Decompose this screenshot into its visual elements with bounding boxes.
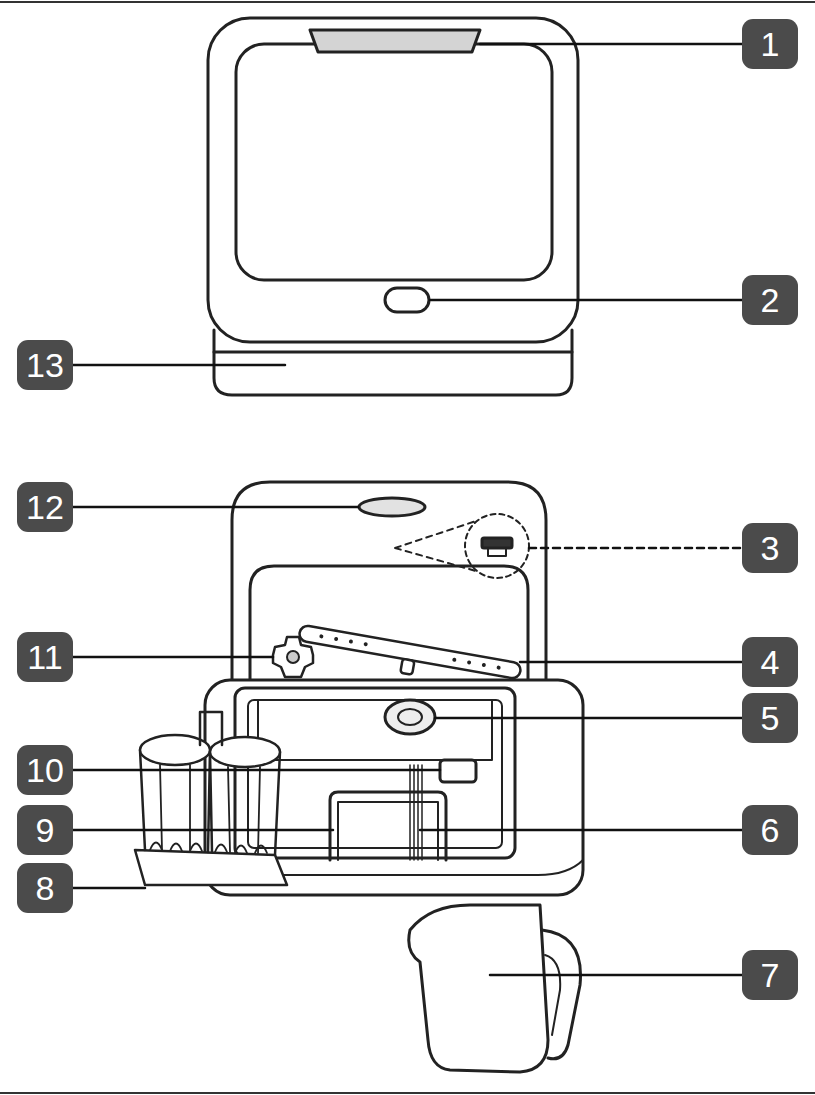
callout-number: 10 <box>17 745 73 795</box>
callout-number: 2 <box>742 275 798 325</box>
leader-line-part <box>529 547 742 550</box>
callout-number: 8 <box>17 863 73 913</box>
dishwasher-front-part <box>310 30 480 52</box>
dishwasher-front-part <box>208 18 578 342</box>
callout-number: 5 <box>742 693 798 743</box>
dishwasher-open-part-part <box>349 639 354 644</box>
dishwasher-open-part <box>359 498 425 516</box>
cutlery-basket-part <box>135 850 287 885</box>
cutlery-basket-part <box>210 737 280 767</box>
dishwasher-open-part <box>395 521 476 571</box>
dishwasher-open-part <box>410 765 422 860</box>
dishwasher-open <box>205 482 583 895</box>
dishwasher-open-part-part <box>467 660 472 665</box>
dishwasher-front-part <box>236 44 552 280</box>
leader-line-part <box>420 829 742 832</box>
dishwasher-open-part-part <box>287 651 299 663</box>
callout-number: 6 <box>742 805 798 855</box>
frame-rule-part <box>0 1 815 3</box>
water-jug <box>409 905 581 1072</box>
water-jug-part <box>409 905 548 1072</box>
dishwasher-open-part-part <box>298 625 521 680</box>
callout-number: 12 <box>17 482 73 532</box>
cutlery-basket-part <box>160 765 260 853</box>
dishwasher-open-part-part <box>482 663 487 668</box>
dishwasher-open-part <box>440 760 476 782</box>
leader-line-part <box>430 299 742 302</box>
dishwasher-open-part <box>465 514 529 578</box>
dishwasher-open-part <box>248 700 502 848</box>
dishwasher-front <box>208 18 578 395</box>
leader-line-part <box>73 829 333 832</box>
leader-line-part <box>73 656 273 659</box>
callout-number: 1 <box>742 19 798 69</box>
dishwasher-front-part <box>385 288 429 312</box>
dishwasher-open-part <box>385 700 435 734</box>
callout-number: 3 <box>742 523 798 573</box>
dishwasher-open-part <box>482 538 512 548</box>
callout-number: 9 <box>17 805 73 855</box>
dishwasher-open-part <box>258 700 492 760</box>
callout-number: 7 <box>742 950 798 1000</box>
leader-line-part <box>480 43 742 46</box>
leader-line-part <box>73 887 145 890</box>
frame-rule-part <box>0 1092 815 1094</box>
cutlery-basket-part <box>150 843 267 854</box>
dishwasher-front-part <box>214 351 572 354</box>
leader-line-part <box>520 661 742 664</box>
dishwasher-open-part-part <box>496 665 501 670</box>
cutlery-basket <box>135 712 287 885</box>
callout-number: 13 <box>17 340 73 390</box>
leader-line-part <box>73 769 440 772</box>
dishwasher-open-part-part <box>452 657 457 662</box>
dishwasher-open-part-part <box>319 634 324 639</box>
dishwasher-open-part <box>330 792 446 860</box>
callout-number: 11 <box>17 632 73 682</box>
dishwasher-open-part <box>398 709 422 725</box>
leader-line-part <box>73 364 285 367</box>
dishwasher-open-part-part <box>400 659 414 675</box>
leader-line-part <box>73 506 358 509</box>
dishwasher-open-part-part <box>334 637 339 642</box>
callout-number: 4 <box>742 637 798 687</box>
cutlery-basket-part <box>200 712 222 745</box>
leader-line-part <box>435 717 742 720</box>
dishwasher-open-part <box>488 548 506 556</box>
water-jug-part <box>542 930 581 1059</box>
leader-line-part <box>490 974 742 977</box>
dishwasher-open-part-part <box>363 642 368 647</box>
leader-line <box>73 44 742 975</box>
dishwasher-open-part <box>232 482 546 705</box>
water-jug-part <box>545 955 560 1035</box>
